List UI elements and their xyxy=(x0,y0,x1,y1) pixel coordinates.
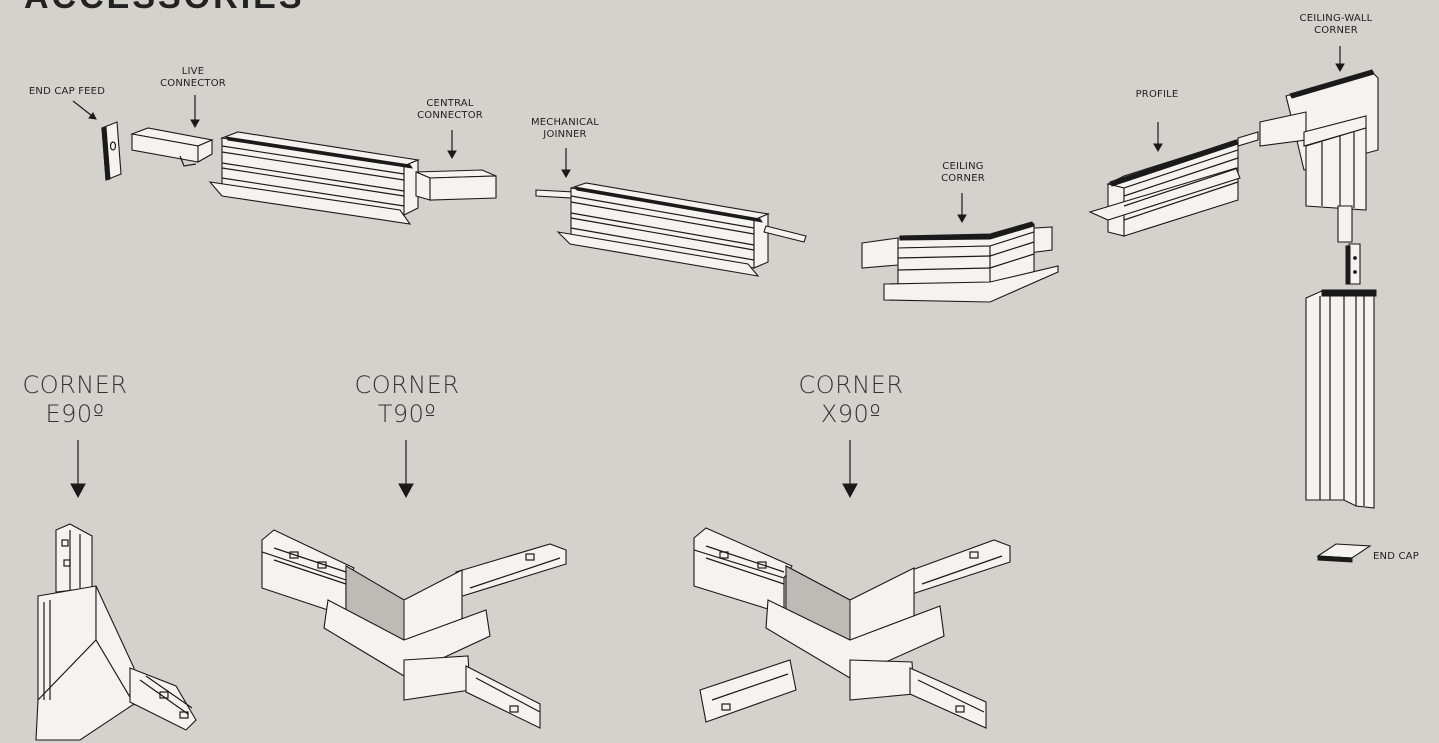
label-end-cap-feed: END CAP FEED xyxy=(28,86,106,97)
label-corner-t90: CORNER T90º xyxy=(354,371,460,428)
label-profile: PROFILE xyxy=(1135,89,1179,100)
central-connector-part xyxy=(208,131,497,225)
ceiling-wall-corner-part xyxy=(1259,69,1379,509)
label-live-connector: LIVE CONNECTOR xyxy=(160,66,226,89)
end-cap-part xyxy=(1316,543,1372,563)
arrowhead-end-cap-feed xyxy=(88,112,97,120)
page-title: ACCESSORIES xyxy=(24,0,305,17)
label-mechanical-joinner: MECHANICAL JOINNER xyxy=(530,117,600,140)
profile-part xyxy=(1088,131,1259,237)
corner-e90-part xyxy=(35,523,197,741)
ceiling-corner-part xyxy=(861,221,1059,303)
label-ceiling-wall-corner: CEILING-WALL CORNER xyxy=(1299,13,1373,36)
label-end-cap: END CAP xyxy=(1373,551,1419,562)
mechanical-joinner-part xyxy=(535,182,807,277)
callout-arrows xyxy=(70,46,1345,499)
live-connector-part xyxy=(129,127,214,167)
label-corner-e90: CORNER E90º xyxy=(22,371,128,428)
label-central-connector: CENTRAL CONNECTOR xyxy=(417,98,483,121)
end-cap-feed-part xyxy=(101,121,122,181)
label-corner-x90: CORNER X90º xyxy=(798,371,904,428)
corner-x90-part xyxy=(693,527,1011,729)
label-ceiling-corner: CEILING CORNER xyxy=(941,161,985,184)
corner-t90-part xyxy=(261,529,567,729)
